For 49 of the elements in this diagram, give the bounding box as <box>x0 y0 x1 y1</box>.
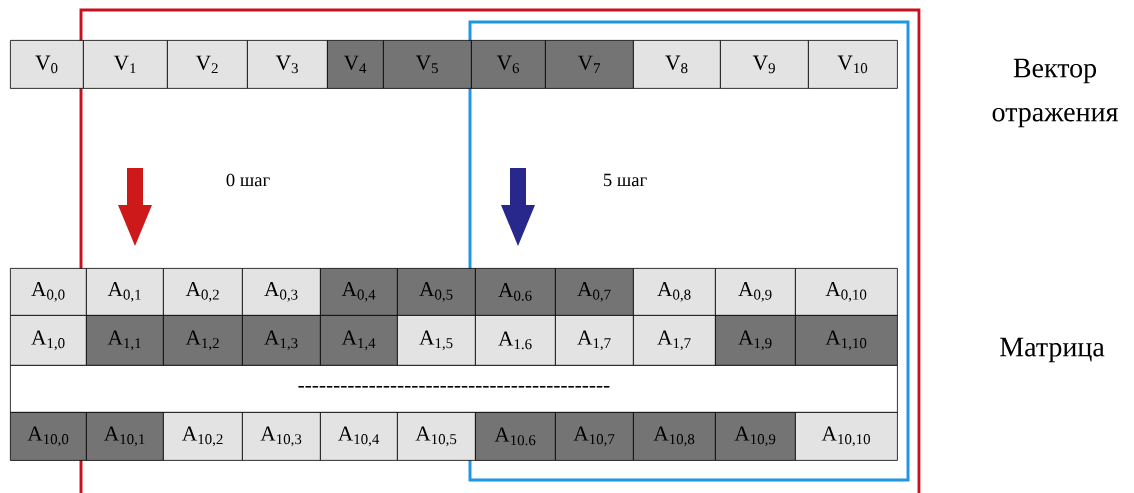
table-cell: A$_{10,5}$ <box>397 412 476 461</box>
table-cell: A$_{1,10}$ <box>795 315 898 366</box>
table-cell: V$_{0}$ <box>10 40 84 89</box>
table-cell: A$_{10.6}$ <box>475 412 556 461</box>
table-cell: A$_{10,4}$ <box>320 412 398 461</box>
caption-label: Вектор отражения <box>992 58 1118 128</box>
table-cell: V$_{2}$ <box>167 40 248 89</box>
table-cell: A$_{10,9}$ <box>715 412 796 461</box>
table-cell: A$_{0,1}$ <box>86 268 164 316</box>
table-cell: A$_{1.6}$ <box>475 315 556 366</box>
table-cell: A$_{0,10}$ <box>795 268 898 316</box>
table-cell: A$_{0,2}$ <box>163 268 243 316</box>
table-cell: V$_{8}$ <box>633 40 721 89</box>
table-cell: A$_{1,7}$ <box>555 315 634 366</box>
caption-label: Матрица <box>1000 337 1105 363</box>
table-cell: V$_{7}$ <box>545 40 634 89</box>
table-cell: A$_{1,4}$ <box>320 315 398 366</box>
table-cell: V$_{9}$ <box>720 40 809 89</box>
table-cell: A$_{1,2}$ <box>163 315 243 366</box>
table-cell: V$_{10}$ <box>808 40 898 89</box>
step-label: 0 шаг <box>226 173 270 187</box>
table-cell: A$_{0,0}$ <box>10 268 87 316</box>
table-cell: A$_{0,7}$ <box>555 268 634 316</box>
dashed-row: -------------------------------------------- <box>10 365 898 413</box>
table-cell: A$_{0,4}$ <box>320 268 398 316</box>
table-cell: V$_{1}$ <box>83 40 168 89</box>
table-cell: A$_{1,1}$ <box>86 315 164 366</box>
table-cell: A$_{1,0}$ <box>10 315 87 366</box>
table-cell: A$_{0,9}$ <box>715 268 796 316</box>
table-cell: V$_{3}$ <box>247 40 328 89</box>
table-cell: V$_{4}$ <box>327 40 384 89</box>
table-cell: V$_{5}$ <box>383 40 472 89</box>
table-cell: A$_{10,0}$ <box>10 412 87 461</box>
table-cell: A$_{0,3}$ <box>242 268 321 316</box>
table-cell: A$_{1,5}$ <box>397 315 476 366</box>
table-cell: A$_{1,3}$ <box>242 315 321 366</box>
table-cell: V$_{6}$ <box>471 40 546 89</box>
table-cell: A$_{10,7}$ <box>555 412 634 461</box>
table-cell: A$_{10,2}$ <box>163 412 243 461</box>
table-cell: A$_{10,10}$ <box>795 412 898 461</box>
table-cell: A$_{1,9}$ <box>715 315 796 366</box>
table-cell: A$_{0,8}$ <box>633 268 716 316</box>
table-cell: A$_{10,8}$ <box>633 412 716 461</box>
table-cell: A$_{0,5}$ <box>397 268 476 316</box>
table-cell: A$_{1,7}$ <box>633 315 716 366</box>
table-cell: A$_{10,1}$ <box>86 412 164 461</box>
table-cell: A$_{10,3}$ <box>242 412 321 461</box>
table-cell: A$_{0.6}$ <box>475 268 556 316</box>
step-label: 5 шаг <box>603 173 647 187</box>
